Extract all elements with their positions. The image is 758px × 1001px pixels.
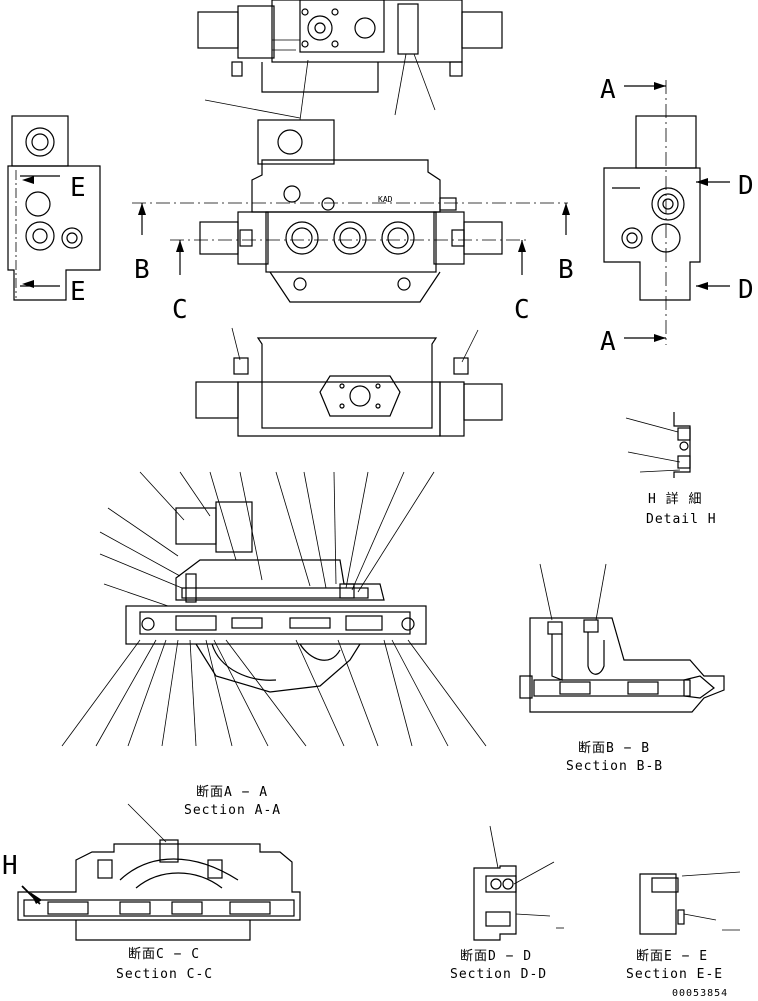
section-marker-a-top: A [600, 75, 616, 105]
svg-text:KAD: KAD [378, 195, 393, 204]
section-e-e-caption-jp: 断面E − E [636, 949, 708, 964]
section-lines-b-c [132, 202, 570, 275]
bottom-view [195, 327, 503, 437]
section-marker-b-left: B [134, 255, 150, 285]
section-d-d-caption-jp: 断面D − D [460, 949, 532, 964]
section-d-d-caption-en: Section D-D [450, 967, 547, 982]
section-marker-c-right: C [514, 295, 530, 325]
section-marker-c-left: C [172, 295, 188, 325]
section-marker-b-right: B [558, 255, 574, 285]
section-b-b [519, 563, 725, 713]
detail-h [625, 412, 691, 478]
section-marker-d-top: D [738, 171, 754, 201]
front-view: KAD [199, 119, 503, 303]
right-side-view [603, 80, 730, 345]
section-d-d [473, 825, 564, 941]
section-a-a-caption-en: Section A-A [184, 803, 281, 818]
section-a-a-caption-jp: 断面A − A [196, 785, 268, 800]
detail-h-caption-en: Detail H [646, 512, 717, 527]
section-b-b-caption-en: Section B-B [566, 759, 663, 774]
section-marker-e-top: E [70, 173, 86, 203]
section-marker-h: H [2, 851, 18, 881]
detail-h-caption-jp: H 詳 細 [648, 491, 702, 507]
drawing-number: 00053854 [672, 988, 728, 999]
section-a-a [61, 471, 487, 747]
section-marker-e-bottom: E [70, 277, 86, 307]
section-marker-d-bottom: D [738, 275, 754, 305]
section-e-e-caption-en: Section E-E [626, 967, 723, 982]
section-c-c [17, 803, 301, 941]
section-e-e [639, 871, 741, 935]
section-b-b-caption-jp: 断面B − B [578, 741, 650, 756]
section-c-c-caption-jp: 断面C − C [128, 947, 200, 962]
section-c-c-caption-en: Section C-C [116, 967, 213, 982]
left-side-view [7, 115, 101, 301]
section-marker-a-bottom: A [600, 327, 616, 357]
top-view [197, 0, 503, 121]
